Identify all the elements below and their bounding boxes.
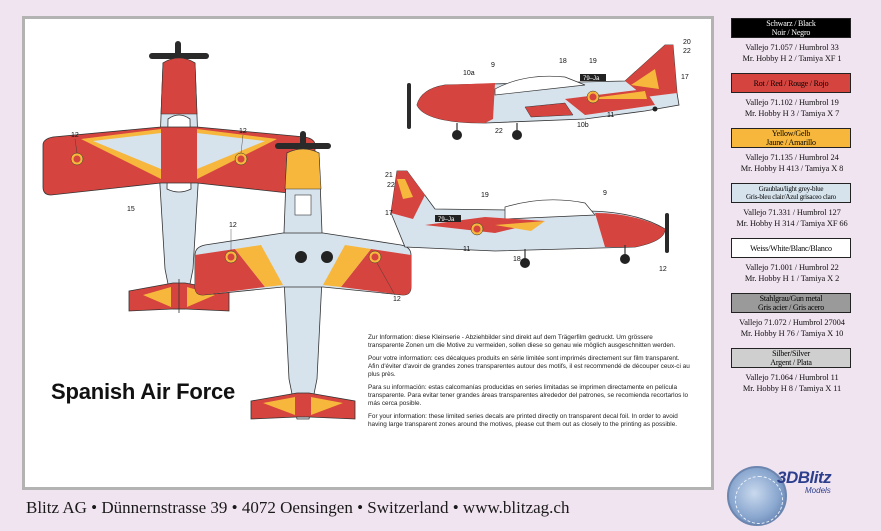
callout-side1-17: 17	[681, 74, 689, 81]
color-white-paint: Vallejo 71.001 / Humbrol 22 Mr. Hobby H …	[744, 263, 840, 283]
color-red-paint: Vallejo 71.102 / Humbrol 19 Mr. Hobby H …	[744, 98, 840, 118]
color-silver: Silber/Silver Argent / Plata Vallejo 71.…	[731, 348, 853, 403]
page-title: Spanish Air Force	[51, 379, 236, 404]
callout-side2-17: 17	[385, 210, 393, 217]
color-black-name: Schwarz / Black Noir / Negro	[766, 19, 816, 37]
color-red-name: Rot / Red / Rouge / Rojo	[753, 78, 829, 88]
callout-side2-21: 21	[385, 172, 393, 179]
color-gunmetal-paint: Vallejo 71.072 / Humbrol 27004 Mr. Hobby…	[739, 318, 845, 338]
callout-labels: 12 12 15 12 12 20 22 17 18 19 9 10a 10b …	[71, 39, 691, 303]
callout-side1-18: 18	[559, 58, 567, 65]
info-spanish: Para su información: estas calcomanías p…	[368, 384, 689, 408]
aircraft-drawings: 79–Ja 79–Ja 12	[42, 39, 691, 420]
color-white-swatch: Weiss/White/Blanc/Blanco	[731, 238, 851, 258]
callout-bottom-12-left: 12	[229, 222, 237, 229]
color-gunmetal-name: Stahlgrau/Gun metal Gris acier / Gris ac…	[757, 294, 825, 312]
color-black-paint: Vallejo 71.057 / Humbrol 33 Mr. Hobby H …	[742, 43, 842, 63]
ipms-badge-icon	[727, 466, 787, 526]
color-greyblue-swatch: Graublau/light grey-blue Gris-bleu clair…	[731, 183, 851, 203]
callout-side1-10a: 10a	[463, 70, 475, 77]
brand-logo: 3DBlitz Models	[727, 464, 857, 526]
color-silver-swatch: Silber/Silver Argent / Plata	[731, 348, 851, 368]
color-black: Schwarz / Black Noir / Negro Vallejo 71.…	[731, 18, 853, 73]
callout-top-15: 15	[127, 206, 135, 213]
color-greyblue-name: Graublau/light grey-blue Gris-bleu clair…	[746, 185, 836, 201]
callout-side2-22: 22	[387, 182, 395, 189]
logo-sub-text: Models	[805, 486, 831, 495]
side2-code-label: 79–Ja	[438, 217, 455, 223]
callout-side1-19: 19	[589, 58, 597, 65]
callout-side2-11: 11	[463, 246, 470, 253]
logo-brand-text: 3DBlitz	[777, 468, 832, 487]
color-yellow-swatch: Yellow/Gelb Jaune / Amarillo	[731, 128, 851, 148]
color-white: Weiss/White/Blanc/Blanco Vallejo 71.001 …	[731, 238, 853, 293]
info-french: Pour votre information: ces décalques pr…	[368, 354, 690, 379]
callout-side1-22-bottom: 22	[495, 128, 503, 135]
callout-side1-9: 9	[491, 62, 495, 69]
color-greyblue: Graublau/light grey-blue Gris-bleu clair…	[731, 183, 853, 238]
color-yellow-name: Yellow/Gelb Jaune / Amarillo	[766, 129, 816, 147]
info-german: Zur Information: diese Kleinserie - Abzi…	[368, 334, 676, 350]
callout-side1-11: 11	[607, 112, 614, 119]
side1-code-label: 79–Ja	[583, 76, 600, 82]
callout-side1-20: 20	[683, 39, 691, 46]
color-white-name: Weiss/White/Blanc/Blanco	[750, 243, 832, 253]
bottom-view-aircraft	[194, 131, 412, 420]
info-text-block: Zur Information: diese Kleinserie - Abzi…	[368, 334, 690, 434]
color-yellow: Yellow/Gelb Jaune / Amarillo Vallejo 71.…	[731, 128, 853, 183]
color-silver-name: Silber/Silver Argent / Plata	[770, 349, 812, 367]
callout-side2-19: 19	[481, 192, 489, 199]
color-gunmetal: Stahlgrau/Gun metal Gris acier / Gris ac…	[731, 293, 853, 348]
callout-side2-18: 18	[513, 256, 521, 263]
color-red: Rot / Red / Rouge / Rojo Vallejo 71.102 …	[731, 73, 853, 128]
callout-side1-22-top: 22	[683, 48, 691, 55]
color-black-swatch: Schwarz / Black Noir / Negro	[731, 18, 851, 38]
callout-top-12-left: 12	[71, 132, 79, 139]
color-yellow-paint: Vallejo 71.135 / Humbrol 24 Mr. Hobby H …	[740, 153, 844, 173]
decal-sheet-panel: 79–Ja 79–Ja 12	[22, 16, 714, 490]
top-view-aircraft	[42, 41, 316, 313]
badge-ring	[735, 476, 783, 524]
callout-top-12-right: 12	[239, 128, 247, 135]
info-english: For your information: these limited seri…	[368, 413, 678, 429]
callout-side2-12: 12	[659, 266, 667, 273]
color-red-swatch: Rot / Red / Rouge / Rojo	[731, 73, 851, 93]
color-greyblue-paint: Vallejo 71.331 / Humbrol 127 Mr. Hobby H…	[736, 208, 848, 228]
color-legend: Schwarz / Black Noir / Negro Vallejo 71.…	[731, 18, 853, 403]
color-silver-paint: Vallejo 71.064 / Humbrol 11 Mr. Hobby H …	[742, 373, 842, 393]
side-view-2-aircraft: 79–Ja	[390, 170, 669, 268]
callout-side1-10b: 10b	[577, 122, 589, 129]
callout-side2-9: 9	[603, 190, 607, 197]
callout-bottom-12-right: 12	[393, 296, 401, 303]
footer-address: Blitz AG • Dünnernstrasse 39 • 4072 Oens…	[26, 498, 570, 517]
side-view-1-aircraft: 79–Ja	[407, 44, 680, 140]
color-gunmetal-swatch: Stahlgrau/Gun metal Gris acier / Gris ac…	[731, 293, 851, 313]
